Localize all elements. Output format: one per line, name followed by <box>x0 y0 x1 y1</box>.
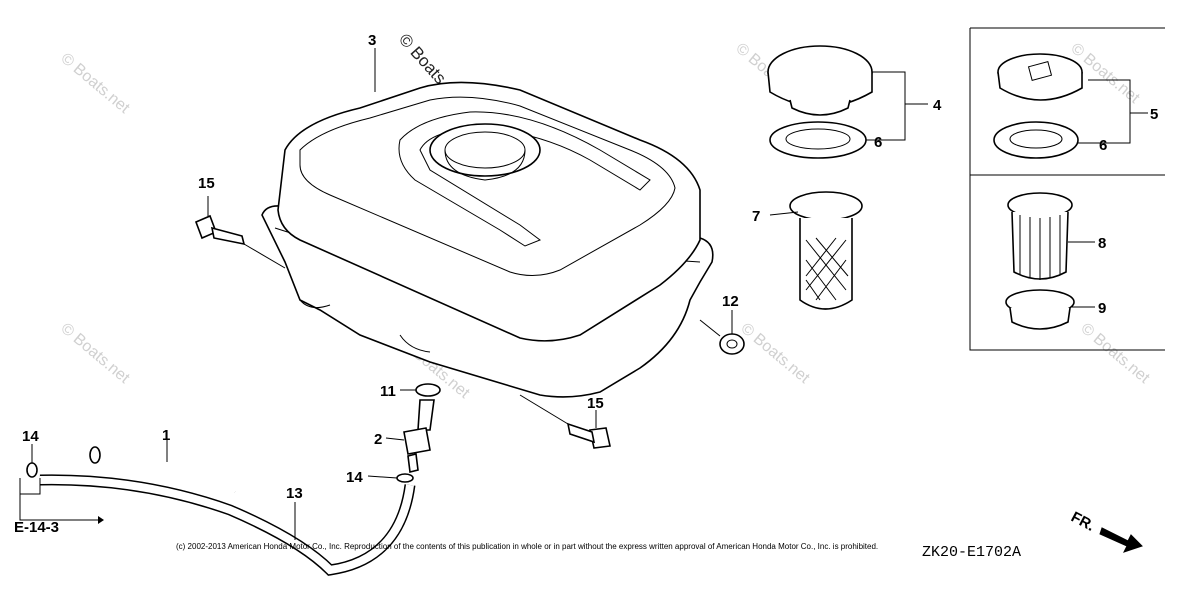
callout-13: 13 <box>286 485 303 502</box>
callout-4: 4 <box>933 97 942 114</box>
gasket-inner <box>1009 129 1063 149</box>
fuel-tank <box>261 81 714 398</box>
nut <box>719 333 745 355</box>
callout-3: 3 <box>368 32 376 49</box>
cap-gasket-right <box>993 121 1079 159</box>
arrow-down-right-icon <box>1099 527 1143 553</box>
gasket-outer <box>769 121 867 159</box>
fuel-hose <box>39 474 416 576</box>
alternate-parts-panel <box>969 27 1165 351</box>
cross-reference-label: E-14-3 <box>14 519 59 536</box>
strainer-rim <box>789 191 863 221</box>
nut-hole <box>726 339 738 349</box>
cap-gasket-left <box>769 121 867 159</box>
callout-labels: 3 4 6 5 6 7 8 9 15 12 15 11 2 14 1 13 14 <box>22 32 1158 502</box>
screen-mesh <box>1019 215 1061 280</box>
fuel-cap <box>767 45 873 116</box>
diagram-code: ZK20-E1702A <box>922 544 1021 561</box>
watermark: © Boats.net <box>57 320 133 387</box>
bolt-upper <box>194 214 246 246</box>
callout-6: 6 <box>874 134 882 151</box>
bolt-shank <box>566 422 596 444</box>
tank-foot <box>399 334 431 353</box>
fuel-strainer <box>789 191 863 310</box>
hose-upper <box>89 446 238 498</box>
callout-14: 14 <box>346 469 363 486</box>
tank-foot <box>299 299 331 309</box>
callout-14: 14 <box>22 428 39 445</box>
valve-body <box>403 427 431 455</box>
watermark: © Boats.net <box>57 50 133 117</box>
callout-2: 2 <box>374 431 382 448</box>
filter-screen <box>1007 192 1073 280</box>
valve-washer <box>415 383 441 397</box>
reference-arrowhead <box>98 516 104 524</box>
callout-11: 11 <box>380 383 396 400</box>
bolt-shank <box>210 226 246 246</box>
callout-7: 7 <box>752 208 760 225</box>
callout-15: 15 <box>198 175 215 192</box>
tank-channel <box>398 111 651 247</box>
panel-border <box>969 28 1165 351</box>
callout-8: 8 <box>1098 235 1106 252</box>
front-direction-indicator: FR. <box>1068 509 1143 553</box>
nut-body <box>719 333 745 355</box>
watermark: © Boats.net <box>737 320 813 387</box>
strainer-mesh <box>805 237 849 301</box>
valve-stem <box>417 399 435 431</box>
collar-body <box>1009 307 1071 330</box>
gasket-outer <box>993 121 1079 159</box>
callout-9: 9 <box>1098 300 1106 317</box>
bolt-lower <box>566 422 611 449</box>
strainer-body <box>799 218 853 310</box>
fuel-valve <box>403 383 441 473</box>
cap-neck <box>789 99 851 116</box>
alt-cap-side <box>997 71 1083 101</box>
callout-6: 6 <box>1099 137 1107 154</box>
filler-neck-wall <box>444 149 526 181</box>
callout-1: 1 <box>162 427 170 444</box>
callout-5: 5 <box>1150 106 1158 123</box>
watermark: © Boats.net <box>1077 320 1153 387</box>
gasket-inner <box>785 128 851 150</box>
alt-cap-emblem <box>1027 61 1053 81</box>
hose-clip <box>26 462 38 478</box>
callout-15: 15 <box>587 395 604 412</box>
tank-top-plateau <box>299 96 676 276</box>
leader-lines <box>19 48 1148 540</box>
front-label: FR. <box>1068 509 1097 535</box>
hose-clip <box>396 473 414 483</box>
callout-12: 12 <box>722 293 739 310</box>
alt-cap <box>997 53 1083 101</box>
copyright-notice: (c) 2002-2013 American Honda Motor Co., … <box>176 542 878 551</box>
screen-collar <box>1005 289 1075 330</box>
valve-nozzle <box>407 453 419 473</box>
